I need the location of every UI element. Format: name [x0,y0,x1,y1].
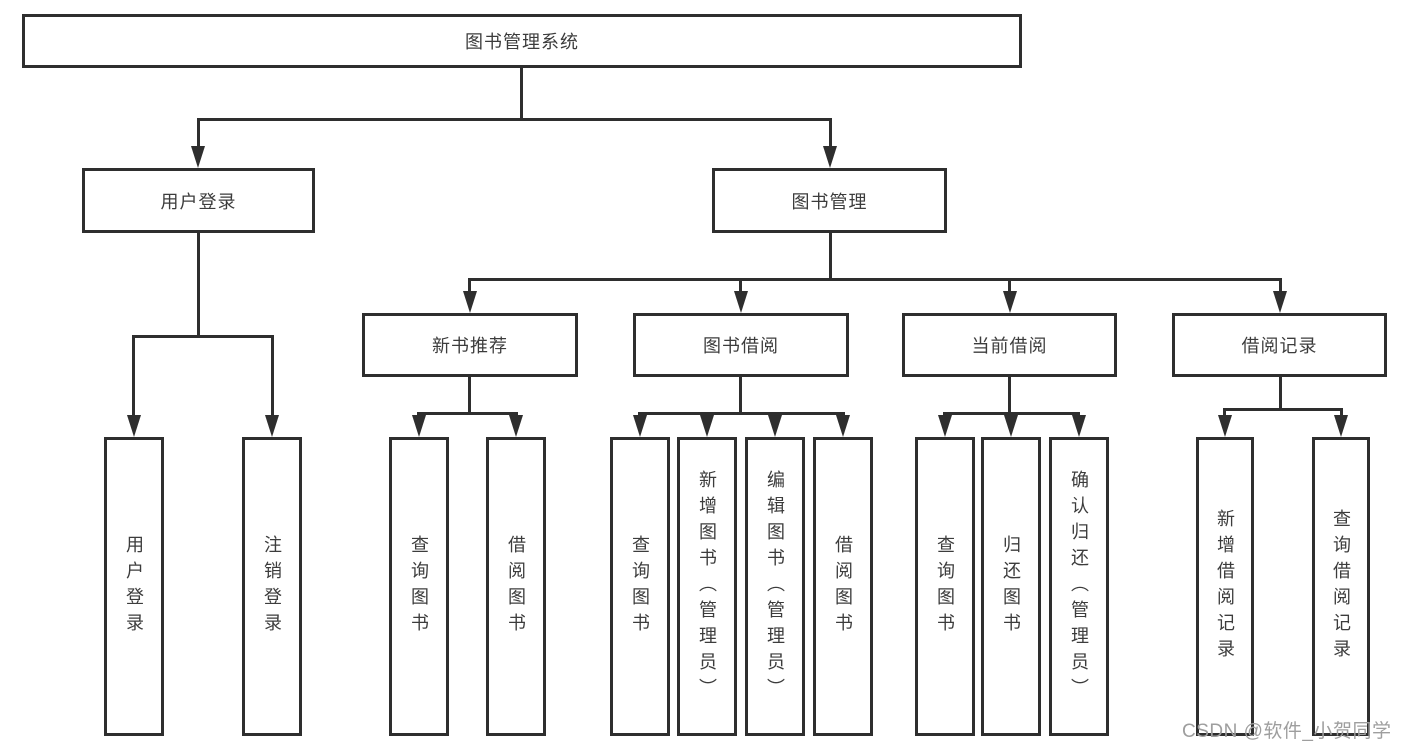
leaf-bb-borrow-book-label: 借阅图书 [833,534,853,639]
arrow-rec-borrow-icon [509,415,523,437]
leaf-bb-edit-book-label: 编辑图书（管理员） [765,469,785,704]
leaf-cb-query-book: 查询图书 [915,437,975,736]
node-new-book-recommend: 新书推荐 [362,313,578,377]
arrow-br-add-icon [1218,415,1232,437]
connector-current-stem [1008,377,1011,412]
connector-record-rail [1223,408,1343,411]
arrow-bb-borrow-icon [836,415,850,437]
node-user-login: 用户登录 [82,168,315,233]
leaf-logout: 注销登录 [242,437,302,736]
leaf-rec-query-book: 查询图书 [389,437,449,736]
leaf-rec-query-book-label: 查询图书 [409,534,429,639]
arrow-bb-edit-icon [768,415,782,437]
connector-user-stem [197,233,200,335]
node-root: 图书管理系统 [22,14,1022,68]
arrow-borrow-icon [734,291,748,313]
connector-drop-borrow [739,278,742,294]
connector-borrow-rail [638,412,845,415]
arrow-login-icon [127,415,141,437]
connector-recommend-rail [417,412,518,415]
connector-drop-br-add [1223,408,1226,420]
node-borrow-record: 借阅记录 [1172,313,1387,377]
node-book-mgmt: 图书管理 [712,168,947,233]
arrow-bb-query-icon [633,415,647,437]
leaf-bb-edit-book: 编辑图书（管理员） [745,437,805,736]
connector-drop-user-login [197,118,200,148]
leaf-br-add-record-label: 新增借阅记录 [1215,508,1235,665]
leaf-rec-borrow-book: 借阅图书 [486,437,546,736]
connector-drop-logout [271,335,274,417]
arrow-record-icon [1273,291,1287,313]
arrow-book-mgmt-icon [823,146,837,168]
arrow-current-icon [1003,291,1017,313]
connector-recommend-stem [468,377,471,412]
leaf-rec-borrow-book-label: 借阅图书 [506,534,526,639]
leaf-br-query-record: 查询借阅记录 [1312,437,1370,736]
arrow-user-login-icon [191,146,205,168]
leaf-cb-return-book: 归还图书 [981,437,1041,736]
leaf-logout-label: 注销登录 [262,534,282,639]
connector-user-rail [132,335,274,338]
leaf-cb-return-book-label: 归还图书 [1001,534,1021,639]
arrow-rec-query-icon [412,415,426,437]
leaf-bb-query-book: 查询图书 [610,437,670,736]
arrow-cb-confirm-icon [1072,415,1086,437]
leaf-bb-query-book-label: 查询图书 [630,534,650,639]
leaf-cb-confirm-return-label: 确认归还（管理员） [1069,469,1089,704]
leaf-bb-add-book: 新增图书（管理员） [677,437,737,736]
connector-drop-login [132,335,135,417]
arrow-br-query-icon [1334,415,1348,437]
leaf-bb-borrow-book: 借阅图书 [813,437,873,736]
leaf-br-query-record-label: 查询借阅记录 [1331,508,1351,665]
arrow-recommend-icon [463,291,477,313]
leaf-cb-confirm-return: 确认归还（管理员） [1049,437,1109,736]
arrow-bb-add-icon [700,415,714,437]
arrow-cb-query-icon [938,415,952,437]
connector-record-stem [1279,377,1282,408]
node-user-login-label: 用户登录 [160,191,237,212]
node-current-borrow: 当前借阅 [902,313,1117,377]
node-borrow-record-label: 借阅记录 [1241,336,1318,356]
arrow-logout-icon [265,415,279,437]
connector-drop-recommend [468,278,471,294]
leaf-user-login-label: 用户登录 [124,534,144,639]
connector-mgmt-stem [829,233,832,278]
leaf-bb-add-book-label: 新增图书（管理员） [697,469,717,704]
connector-borrow-stem [739,377,742,412]
node-root-label: 图书管理系统 [465,32,579,52]
node-book-mgmt-label: 图书管理 [791,191,868,212]
connector-drop-record [1279,278,1282,294]
connector-root-rail [197,118,832,121]
leaf-br-add-record: 新增借阅记录 [1196,437,1254,736]
node-book-borrow-label: 图书借阅 [703,336,779,356]
connector-drop-br-query [1340,408,1343,420]
leaf-cb-query-book-label: 查询图书 [935,534,955,639]
node-current-borrow-label: 当前借阅 [971,336,1048,356]
node-book-borrow: 图书借阅 [633,313,849,377]
arrow-cb-return-icon [1004,415,1018,437]
leaf-user-login: 用户登录 [104,437,164,736]
connector-drop-book-mgmt [829,118,832,148]
csdn-watermark: CSDN @软件_小贺同学 [1182,721,1392,742]
connector-root-stem [520,68,523,118]
connector-mgmt-rail [468,278,1282,281]
node-new-book-recommend-label: 新书推荐 [432,336,508,356]
connector-drop-current [1008,278,1011,294]
